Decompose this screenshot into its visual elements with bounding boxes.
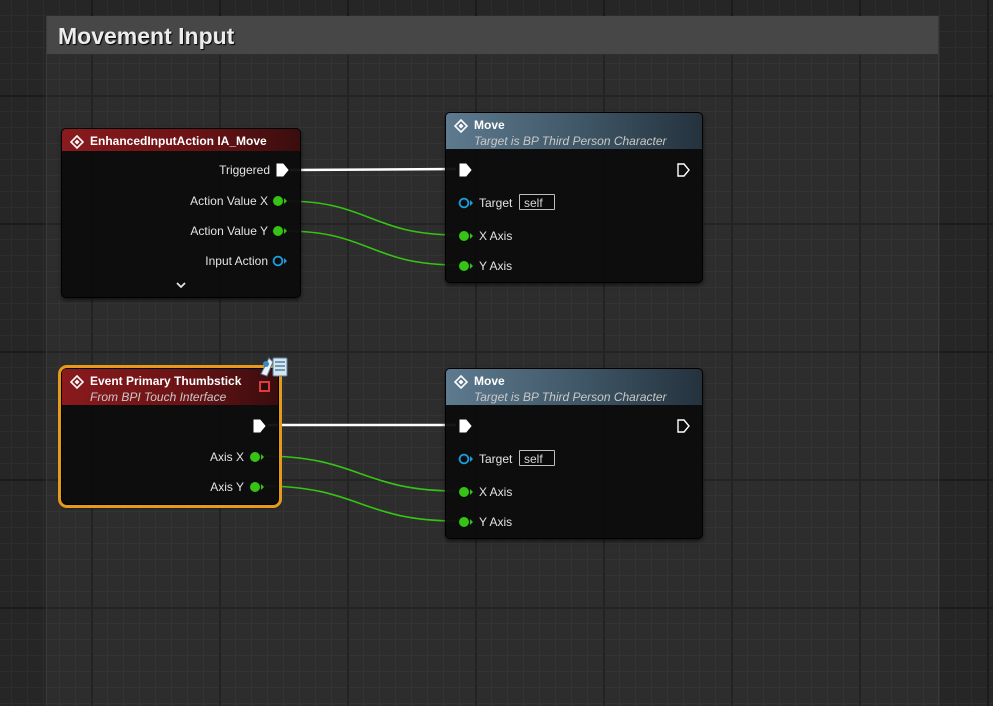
pin-label-input-action: Input Action (205, 254, 268, 268)
exec-out-pin-triggered[interactable] (275, 163, 289, 177)
node-header[interactable]: Move Target is BP Third Person Character (446, 113, 702, 149)
target-self-field[interactable]: self (519, 194, 555, 210)
function-diamond-icon (454, 119, 468, 133)
comment-title: Movement Input (58, 23, 235, 49)
float-out-pin-axis-x[interactable] (249, 451, 265, 463)
pin-label-target: Target (479, 452, 513, 466)
pin-label-triggered: Triggered (219, 163, 270, 177)
float-in-pin-x[interactable] (458, 486, 474, 498)
pin-label-action-value-y: Action Value Y (190, 224, 268, 238)
exec-out-pin[interactable] (676, 163, 690, 177)
comment-box-movement-input[interactable]: Movement Input (46, 16, 939, 706)
node-subtitle: From BPI Touch Interface (90, 390, 227, 404)
pin-label-y-axis: Y Axis (479, 515, 513, 529)
chevron-down-icon[interactable] (175, 281, 187, 291)
delegate-output-pin[interactable] (259, 381, 270, 392)
node-header[interactable]: Event Primary Thumbstick From BPI Touch … (62, 369, 278, 405)
node-move-2[interactable]: Move Target is BP Third Person Character… (445, 368, 703, 539)
node-enhanced-input-action[interactable]: EnhancedInputAction IA_Move Triggered Ac… (61, 128, 301, 298)
node-header[interactable]: EnhancedInputAction IA_Move (62, 129, 300, 151)
target-self-field[interactable]: self (519, 450, 555, 466)
node-title: EnhancedInputAction IA_Move (90, 134, 267, 148)
node-title: Event Primary Thumbstick (90, 374, 242, 388)
float-out-pin-y[interactable] (272, 225, 288, 237)
pin-label-axis-x: Axis X (209, 450, 244, 464)
object-out-pin-input-action[interactable] (272, 255, 288, 267)
object-in-pin-target[interactable] (458, 453, 474, 465)
event-diamond-icon (70, 375, 84, 389)
pin-label-x-axis: X Axis (479, 229, 513, 243)
node-title: Move (474, 374, 505, 388)
comment-header[interactable]: Movement Input (47, 16, 938, 55)
node-title: Move (474, 118, 505, 132)
float-in-pin-x[interactable] (458, 230, 474, 242)
node-header[interactable]: Move Target is BP Third Person Character (446, 369, 702, 405)
pin-label-target: Target (479, 196, 513, 210)
node-move-1[interactable]: Move Target is BP Third Person Character… (445, 112, 703, 283)
float-out-pin-x[interactable] (272, 195, 288, 207)
event-diamond-icon (70, 135, 84, 149)
float-out-pin-axis-y[interactable] (249, 481, 265, 493)
exec-in-pin[interactable] (458, 163, 472, 177)
node-event-primary-thumbstick[interactable]: Event Primary Thumbstick From BPI Touch … (58, 365, 282, 508)
float-in-pin-y[interactable] (458, 260, 474, 272)
interface-badge-icon (260, 357, 288, 377)
float-in-pin-y[interactable] (458, 516, 474, 528)
exec-in-pin[interactable] (458, 419, 472, 433)
exec-out-pin[interactable] (676, 419, 690, 433)
pin-label-axis-y: Axis Y (210, 480, 244, 494)
object-in-pin-target[interactable] (458, 197, 474, 209)
function-diamond-icon (454, 375, 468, 389)
pin-label-y-axis: Y Axis (479, 259, 513, 273)
node-subtitle: Target is BP Third Person Character (474, 390, 667, 404)
exec-out-pin[interactable] (252, 419, 266, 433)
node-subtitle: Target is BP Third Person Character (474, 134, 667, 148)
pin-label-x-axis: X Axis (479, 485, 513, 499)
pin-label-action-value-x: Action Value X (190, 194, 268, 208)
